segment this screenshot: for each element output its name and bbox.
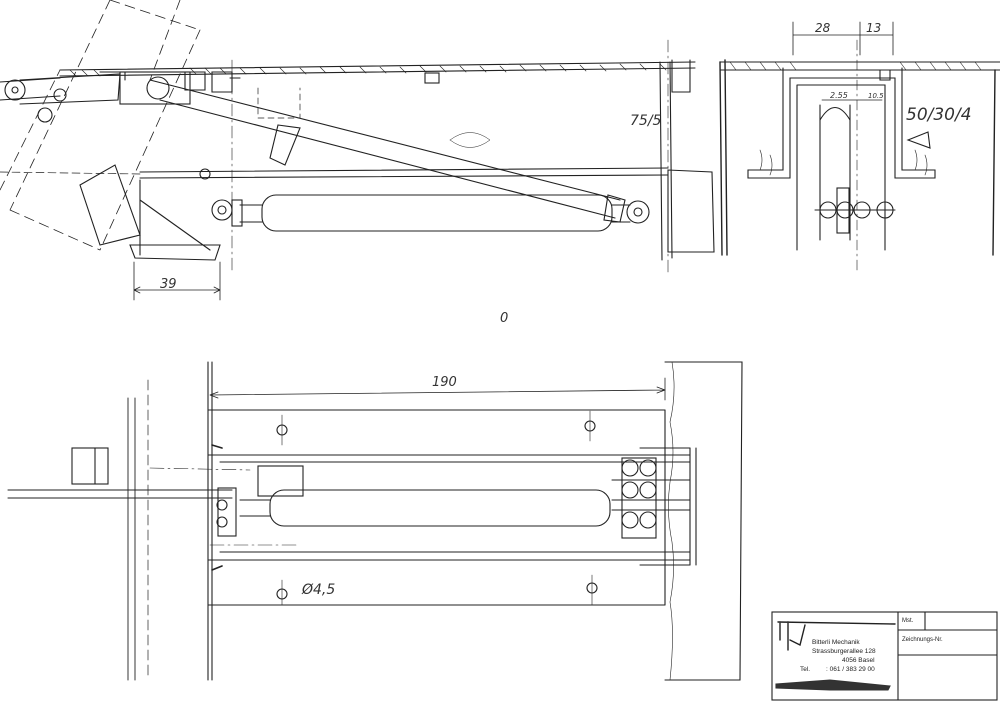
dim-line-28-13 [792, 21, 894, 56]
left-bracket [79, 164, 141, 246]
dim-line-39 [133, 261, 221, 301]
field-mst: Mst. [902, 618, 914, 624]
profile-label: 50/30/4 [906, 105, 972, 125]
plan-gas-spring [269, 489, 611, 527]
top-plate [59, 61, 696, 77]
right-wall [664, 361, 743, 681]
field-drawing-no: Zeichnungs-Nr. [902, 637, 943, 643]
company-name: Bitterli Mechanik [812, 639, 860, 646]
u-channel [747, 67, 936, 179]
side-view [0, 0, 715, 301]
tel-value: : 061 / 383 29 00 [826, 666, 875, 673]
dim-label-inner-a: 2.55 [830, 91, 848, 100]
plan-bolt-cluster [611, 457, 691, 539]
title-block [771, 611, 998, 701]
gas-spring-cylinder [261, 194, 613, 232]
right-end-block [667, 169, 715, 253]
dim-label-13: 13 [866, 21, 881, 35]
cylinder-left-eye [211, 199, 233, 221]
dim-label-height: 75/5 [630, 113, 662, 129]
caliper-logo [777, 621, 896, 651]
hole-label: Ø4,5 [301, 582, 335, 598]
upper-pivot-block [119, 71, 191, 105]
left-pivot [4, 79, 26, 101]
cylinder-right-eye [626, 200, 650, 224]
chisel-logo [775, 679, 891, 691]
company-street: Strassburgerallee 128 [812, 648, 876, 655]
tel-label: Tel. [800, 666, 810, 673]
plan-left-block [71, 447, 109, 485]
plan-view [7, 361, 743, 681]
company-city: 4056 Basel [842, 657, 875, 664]
center-mark: 0 [500, 311, 508, 326]
dim-label-28: 28 [815, 21, 831, 35]
detail-view [719, 21, 1000, 271]
diagonal-strut [149, 79, 621, 219]
dim-label-39: 39 [160, 277, 177, 292]
dim-label-190: 190 [432, 375, 457, 390]
dim-label-inner-b: 10.5 [868, 92, 884, 100]
dim-line-190 [209, 386, 666, 399]
